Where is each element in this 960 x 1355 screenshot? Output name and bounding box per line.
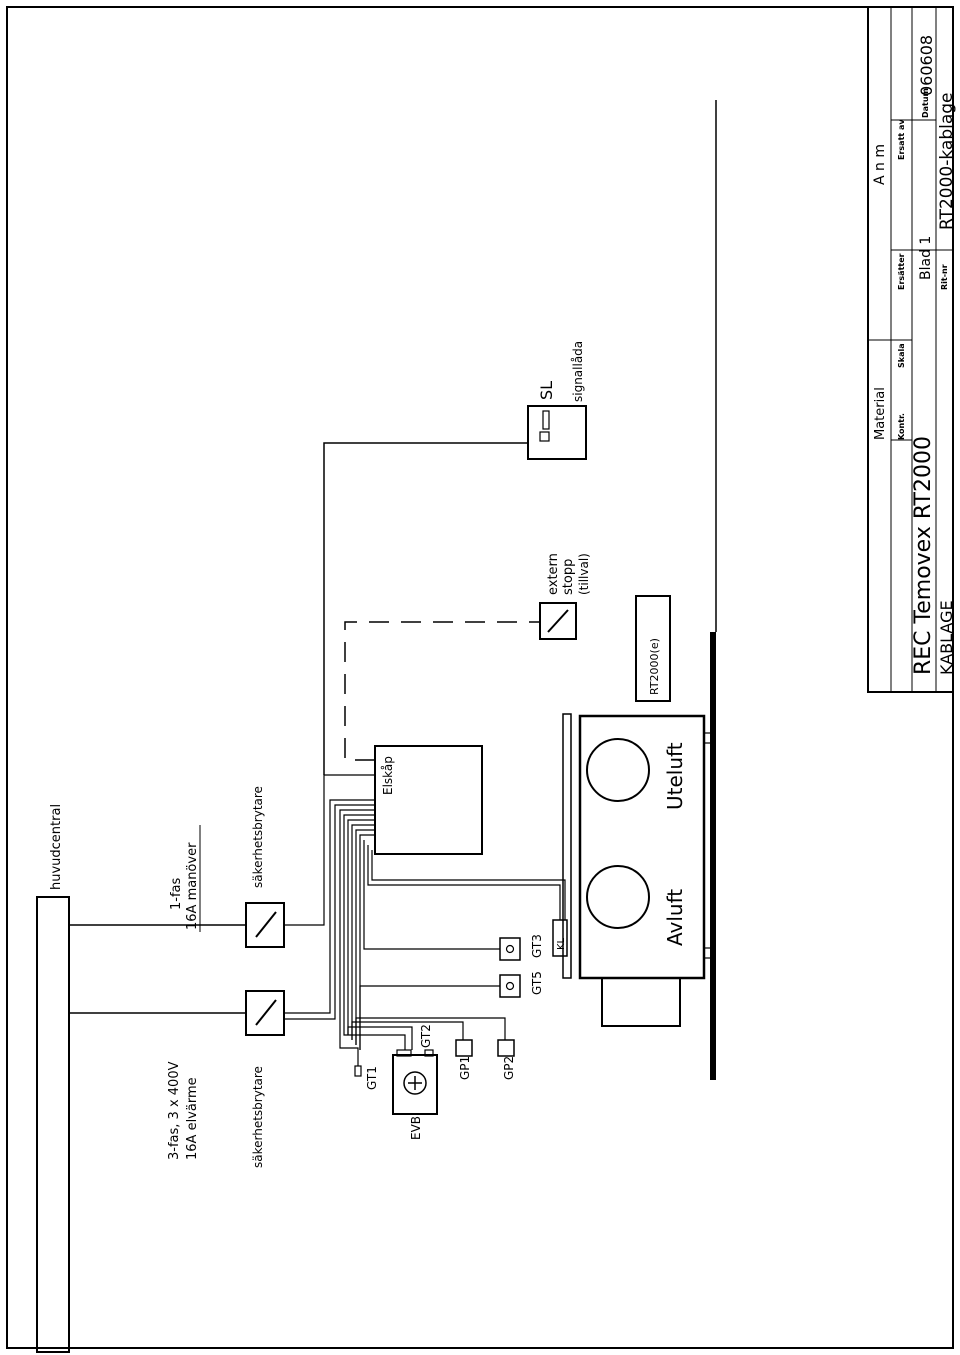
extern-label-line3: (tillval) [577, 553, 591, 595]
phase3-label-line1: 3-fas, 3 x 400V [167, 1061, 182, 1160]
title-datum-value: 060608 [917, 35, 936, 96]
cable-bundle [284, 774, 375, 1050]
title-anm: A n m [872, 144, 888, 185]
kl-label: KL [556, 937, 567, 950]
rt2000e-label: RT2000(e) [648, 638, 661, 695]
gt3-sensor [499, 937, 521, 961]
evb-label: EVB [409, 1116, 423, 1140]
slash-switch-icon [255, 911, 277, 938]
title-main-line2: KABLAGE [937, 600, 956, 675]
title-ersatter: Ersätter [897, 253, 906, 290]
title-main-line1: REC Temovex RT2000 [911, 436, 936, 675]
gp1-label: GP1 [458, 1056, 472, 1080]
gt1-sensor [354, 1065, 362, 1077]
title-ritnr-value: RT2000-kablage [937, 92, 957, 230]
elskap-box [374, 745, 483, 855]
circle-plus-icon [403, 1071, 427, 1095]
gp2-label: GP2 [502, 1056, 516, 1080]
slash-switch-icon [255, 999, 277, 1026]
gp1-cable [351, 1021, 464, 1040]
gp1-box [455, 1039, 473, 1057]
gt2-label: GT2 [419, 1024, 433, 1048]
safety-switch-right [245, 902, 285, 948]
gt3-label: GT3 [530, 934, 544, 958]
elskap-label: Elskåp [381, 756, 395, 795]
gt3-cable [363, 840, 500, 950]
kl-box [552, 919, 568, 957]
gt1-cable [339, 1025, 359, 1066]
avluft-label: Avluft [663, 889, 687, 946]
evb-box [392, 1054, 438, 1115]
phase1-label-line1: 1-fas [169, 877, 184, 910]
extern-stop-cable [344, 621, 540, 761]
phase1-label-line2: 16A manöver [185, 842, 200, 930]
title-skala: Skala [897, 343, 906, 368]
title-material: Material [873, 387, 888, 440]
safety-switch-right-label: säkerhetsbrytare [251, 786, 265, 888]
gt5-sensor [499, 974, 521, 998]
gt5-label: GT5 [530, 971, 544, 995]
gt5-cable [359, 985, 500, 1050]
title-ersatt-av: Ersatt av [897, 119, 906, 160]
gp2-box [497, 1039, 515, 1057]
huvudcentral-box [36, 896, 70, 1353]
sl-cable [323, 442, 528, 775]
gt1-label: GT1 [365, 1066, 379, 1090]
rt2000e-box [635, 595, 671, 702]
circle-fan-icon [586, 738, 650, 802]
gp2-cable [355, 1017, 506, 1045]
title-blad: Blad 1 [918, 236, 934, 280]
uteluft-label: Uteluft [663, 742, 687, 810]
kl-cable [367, 845, 561, 920]
phase3-label-line2: 16A elvärme [185, 1077, 200, 1160]
title-datum-label: Datum [921, 88, 930, 118]
title-ritnr-label: Rit-nr [940, 264, 949, 290]
huvudcentral-label: huvudcentral [49, 804, 64, 890]
slash-switch-icon [547, 609, 569, 633]
extern-label-line2: stopp [561, 559, 576, 595]
safety-switch-left [245, 990, 285, 1036]
title-block [867, 6, 954, 693]
gt2-cable [347, 1026, 413, 1050]
title-kontr: Kontr. [897, 413, 906, 440]
circle-fan-icon [586, 865, 650, 929]
unit-base [601, 977, 681, 1027]
extern-label-line1: extern [546, 553, 561, 595]
extern-stop-switch [539, 602, 577, 640]
safety-switch-left-label: säkerhetsbrytare [251, 1066, 265, 1168]
page-border [6, 6, 954, 1349]
signallada-box [527, 405, 587, 460]
signallada-label: signallåda [571, 341, 585, 402]
evb-cable [343, 1030, 406, 1050]
sl-label: SL [537, 381, 556, 400]
